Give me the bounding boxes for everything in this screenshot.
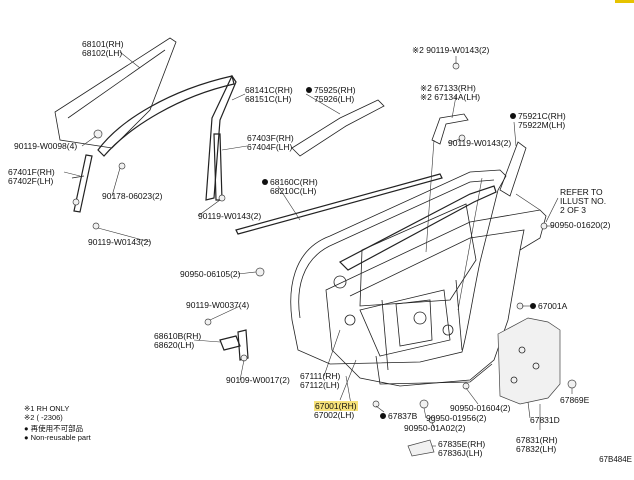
rear-run-channel-shape xyxy=(97,75,235,157)
bolt-marker-e xyxy=(458,134,466,142)
non-reusable-dot-icon xyxy=(306,87,312,93)
front-channel-shape xyxy=(73,154,93,213)
plug-marker-a xyxy=(255,267,265,277)
bolt-marker-c xyxy=(92,222,100,230)
plug-marker-b xyxy=(419,399,429,409)
bolt-marker-f xyxy=(204,318,212,326)
label-door-assy: 67001(RH)67002(LH) xyxy=(314,401,358,420)
label-bracket: ※2 67133(RH)※2 67134A(LH) xyxy=(420,83,481,102)
label-clip-a: 90178-06023(2) xyxy=(102,191,163,201)
label-bolt-a: 90119-W0098(4) xyxy=(14,141,78,151)
bolt-marker-d xyxy=(218,194,226,202)
plug-marker-c xyxy=(462,382,470,390)
non-reusable-dot-icon xyxy=(380,413,386,419)
label-seal: 67835E(RH)67836J(LH) xyxy=(438,439,486,458)
label-rear-channel: 68141C(RH)68151C(LH) xyxy=(245,85,293,104)
label-door-panel: 67111(RH)67112(LH) xyxy=(300,371,341,390)
label-plug-b: 90950-01956(2) xyxy=(426,413,487,423)
upper-molding-shape xyxy=(291,99,385,157)
notes-block: ※1 RH ONLY ※2 ( -2306) ● 再使用不可部品 ● Non-r… xyxy=(24,404,91,442)
label-upper-molding: 75925(RH)75926(LH) xyxy=(306,86,356,104)
door-shell-shape xyxy=(290,169,507,365)
non-reusable-dot-icon xyxy=(530,303,536,309)
label-bolt-f: 90109-W0017(2) xyxy=(226,375,290,385)
plug-marker-e xyxy=(567,379,577,389)
label-cover-assy: 67831(RH)67832(LH) xyxy=(516,435,558,454)
label-bolt-c: 90119-W0143(2) xyxy=(88,237,152,247)
leader-lines xyxy=(63,51,573,447)
label-sub-a: 67001A xyxy=(530,302,567,311)
service-cover-shape xyxy=(497,317,561,405)
label-plug-c: 90950-01604(2) xyxy=(450,403,511,413)
label-front-channel: 67401F(RH)67402F(LH) xyxy=(8,167,55,186)
label-channel-sub: 67403F(RH)67404F(LH) xyxy=(247,133,294,152)
label-bolt-d: 90119-W0143(2) xyxy=(198,211,262,221)
clip-marker-a xyxy=(72,198,80,206)
non-reusable-dot-icon xyxy=(510,113,516,119)
label-bolt-b: 90119-W0143(2) xyxy=(448,138,512,148)
label-belt-molding: 68160C(RH)68210C(LH) xyxy=(262,178,318,196)
garnish-shape xyxy=(499,141,527,197)
plug-marker-d xyxy=(428,416,436,424)
seal-marker xyxy=(407,439,435,457)
label-glass: 68101(RH)68102(LH) xyxy=(82,39,124,58)
label-plug-a: 90950-06105(2) xyxy=(180,269,241,279)
label-clip-b: 90950-01620(2) xyxy=(550,220,611,230)
hinge-shape xyxy=(219,335,241,351)
door-glass-shape xyxy=(54,37,177,149)
label-pin: 67837B xyxy=(380,412,417,421)
label-plug-d: 90950-01A02(2) xyxy=(404,423,466,433)
label-plug-e: 67869E xyxy=(560,395,590,405)
door-sash-shape xyxy=(338,185,497,271)
label-bolt-e: 90119-W0037(4) xyxy=(186,300,250,310)
bolt-marker-b xyxy=(118,162,126,170)
label-frame-bolt: ※2 90119-W0143(2) xyxy=(412,45,490,55)
header-accent-bar xyxy=(615,0,634,3)
non-reusable-dot-icon xyxy=(262,179,268,185)
label-hinge: 68610B(RH)68620(LH) xyxy=(154,331,202,350)
label-garnish: 75921C(RH)75922M(LH) xyxy=(510,112,566,130)
bracket-shape xyxy=(431,113,469,145)
label-service-cover: 67831D xyxy=(530,415,560,425)
belt-molding-shape xyxy=(235,173,443,235)
pin-marker xyxy=(372,400,380,408)
figure-id: 67B484E xyxy=(599,455,632,464)
